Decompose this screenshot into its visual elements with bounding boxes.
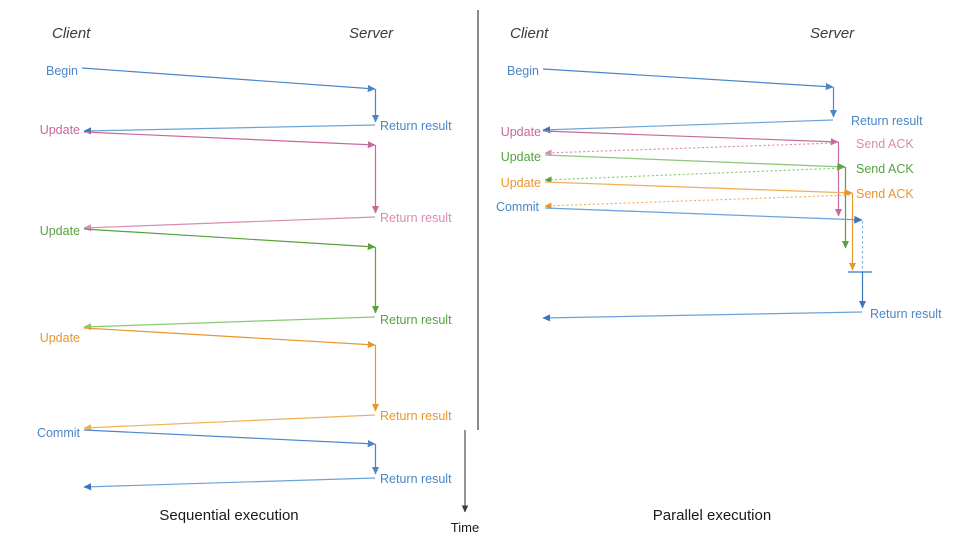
left-msg-update-1: Update xyxy=(40,123,80,137)
right-msg-begin: Begin xyxy=(507,64,539,78)
right-msg-ack-2: Send ACK xyxy=(856,162,914,176)
right-arrow-ack-2 xyxy=(544,167,844,184)
left-msg-return-1: Return result xyxy=(380,119,452,133)
left-client-label: Client xyxy=(52,25,91,42)
right-arrow-update-2-request xyxy=(544,154,846,171)
left-arrow-update-2-request xyxy=(83,228,376,251)
right-msg-commit: Commit xyxy=(496,200,540,214)
right-arrow-commit-request xyxy=(544,207,863,224)
right-arrow-ack-1 xyxy=(544,142,837,157)
left-msg-return-3: Return result xyxy=(380,313,452,327)
left-arrow-return-2 xyxy=(83,216,376,232)
left-arrow-begin-request xyxy=(81,67,376,93)
left-arrow-return-1 xyxy=(83,124,376,135)
left-arrow-update-3-request xyxy=(83,327,376,349)
right-msg-ack-1: Send ACK xyxy=(856,137,914,151)
left-arrow-update-1-request xyxy=(83,131,376,149)
right-msg-return-begin: Return result xyxy=(851,114,923,128)
right-arrow-update-3-request xyxy=(544,181,853,197)
right-arrow-ack-3 xyxy=(544,194,851,210)
right-arrow-begin-request xyxy=(542,68,834,91)
right-msg-update-3: Update xyxy=(501,176,541,190)
left-msg-return-2: Return result xyxy=(380,211,452,225)
left-arrow-commit-request xyxy=(83,429,376,448)
left-arrow-return-3 xyxy=(83,316,376,331)
right-client-label: Client xyxy=(510,25,549,42)
right-arrow-update-1-request xyxy=(542,130,839,146)
left-msg-begin: Begin xyxy=(46,64,78,78)
left-msg-commit: Commit xyxy=(37,426,81,440)
right-server-label: Server xyxy=(810,25,855,42)
left-msg-return-5: Return result xyxy=(380,472,452,486)
left-panel-caption: Sequential execution xyxy=(159,507,298,524)
right-panel: Client Server Begin Update Update Update… xyxy=(496,25,942,524)
left-msg-update-2: Update xyxy=(40,224,80,238)
left-msg-return-4: Return result xyxy=(380,409,452,423)
left-msg-update-3: Update xyxy=(40,331,80,345)
left-arrow-return-5 xyxy=(83,477,376,491)
right-msg-ack-3: Send ACK xyxy=(856,187,914,201)
time-axis-label: Time xyxy=(451,520,479,535)
right-msg-update-1: Update xyxy=(501,125,541,139)
right-arrow-return-final xyxy=(542,311,863,322)
right-msg-update-2: Update xyxy=(501,150,541,164)
right-arrow-return-begin xyxy=(542,119,834,134)
left-arrow-return-4 xyxy=(83,414,376,432)
right-msg-return-final: Return result xyxy=(870,307,942,321)
right-panel-caption: Parallel execution xyxy=(653,507,771,524)
left-panel: Client Server Begin Update Update Update… xyxy=(37,25,452,524)
left-server-label: Server xyxy=(349,25,394,42)
